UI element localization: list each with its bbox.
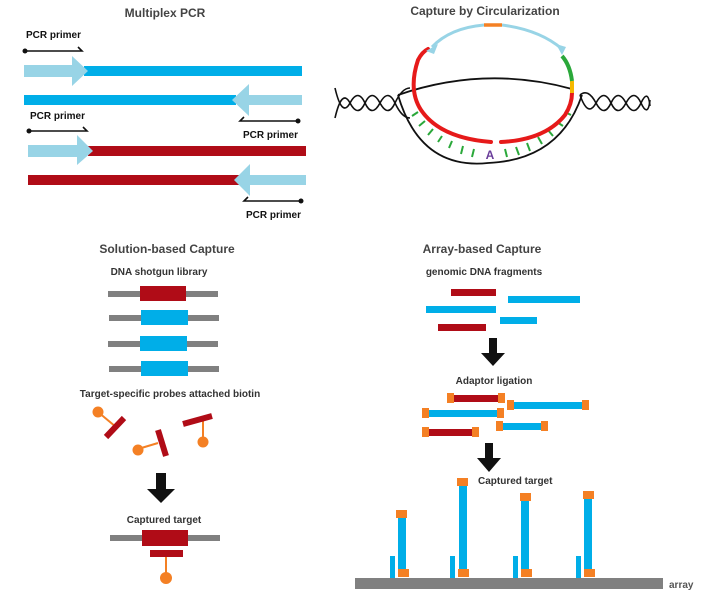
array-probe	[390, 510, 409, 578]
ligated-fragment	[507, 400, 589, 410]
dna-strand-blue	[24, 95, 236, 105]
pcr-primer-label: PCR primer	[246, 210, 301, 221]
dna-top-strand	[397, 77, 573, 96]
genomic-fragment	[451, 289, 496, 296]
primer-arrow	[22, 46, 84, 54]
genomic-fragment	[500, 317, 537, 324]
backbone-arc	[430, 23, 485, 49]
pcr-primer-label: PCR primer	[243, 130, 298, 141]
array-probe	[576, 491, 595, 578]
ligated-fragment	[422, 427, 479, 437]
array-label: array	[669, 580, 694, 591]
primer-reverse-arrow	[232, 84, 302, 116]
ligated-fragment	[447, 393, 505, 403]
primer-forward-arrow	[24, 56, 88, 86]
library-fragment	[109, 361, 219, 376]
solution-capture-panel: Solution-based Capture DNA shotgun libra…	[80, 242, 260, 584]
array-probe	[450, 478, 469, 578]
probe-arm-red	[411, 47, 493, 144]
multiplex-pcr-title: Multiplex PCR	[125, 6, 206, 20]
array-capture-panel: Array-based Capture genomic DNA fragment…	[355, 242, 694, 591]
backbone-arrowhead	[426, 44, 438, 54]
array-surface	[355, 578, 663, 589]
ligated-fragment	[422, 408, 504, 418]
adaptor-ligation-label: Adaptor ligation	[456, 376, 533, 387]
genomic-fragment	[426, 306, 496, 313]
backbone-arc	[501, 23, 563, 51]
dna-bottom-strand	[397, 94, 583, 165]
pcr-primer-label: PCR primer	[26, 30, 81, 41]
circularization-panel: Capture by Circularization	[334, 4, 651, 165]
biotin-probe	[92, 406, 127, 440]
primer-arrow	[26, 126, 89, 134]
biotin-probe	[182, 413, 213, 448]
dna-double-helix-left	[334, 87, 411, 119]
solution-capture-title: Solution-based Capture	[99, 242, 235, 256]
probe-arm-red	[499, 91, 574, 144]
library-fragment	[109, 310, 219, 325]
captured-target-label: Captured target	[127, 515, 202, 526]
dna-strand-red	[88, 146, 306, 156]
hybridization-ticks	[411, 111, 572, 158]
multiplex-pcr-panel: Multiplex PCR PCR primer PCR primer PCR …	[22, 6, 306, 221]
primer-arrow	[242, 196, 304, 204]
primer-arrow	[238, 116, 301, 124]
genomic-fragment	[508, 296, 580, 303]
library-fragment	[108, 286, 218, 301]
array-capture-title: Array-based Capture	[423, 242, 542, 256]
dna-strand-blue	[84, 66, 302, 76]
genomic-fragments-label: genomic DNA fragments	[426, 267, 543, 278]
probe-segment-green	[560, 54, 574, 82]
genomic-fragment	[438, 324, 486, 331]
down-arrow-icon	[481, 338, 505, 366]
dna-strand-red	[28, 175, 240, 185]
dna-double-helix-right	[579, 92, 651, 112]
probes-label: Target-specific probes attached biotin	[80, 389, 260, 400]
ligation-site-label: A	[486, 148, 495, 162]
library-fragment	[108, 336, 218, 351]
circularization-title: Capture by Circularization	[410, 4, 559, 18]
captured-fragment	[110, 530, 220, 584]
pcr-primer-label: PCR primer	[30, 111, 85, 122]
ligated-fragment	[496, 421, 548, 431]
primer-reverse-arrow	[234, 164, 306, 196]
array-probe	[513, 493, 532, 578]
down-arrow-icon	[477, 443, 501, 472]
shotgun-library-label: DNA shotgun library	[111, 267, 208, 278]
down-arrow-icon	[147, 473, 175, 503]
primer-forward-arrow	[28, 135, 93, 165]
biotin-probe	[132, 429, 169, 457]
backbone-arrowhead	[556, 44, 566, 55]
captured-target-label: Captured target	[478, 476, 553, 487]
